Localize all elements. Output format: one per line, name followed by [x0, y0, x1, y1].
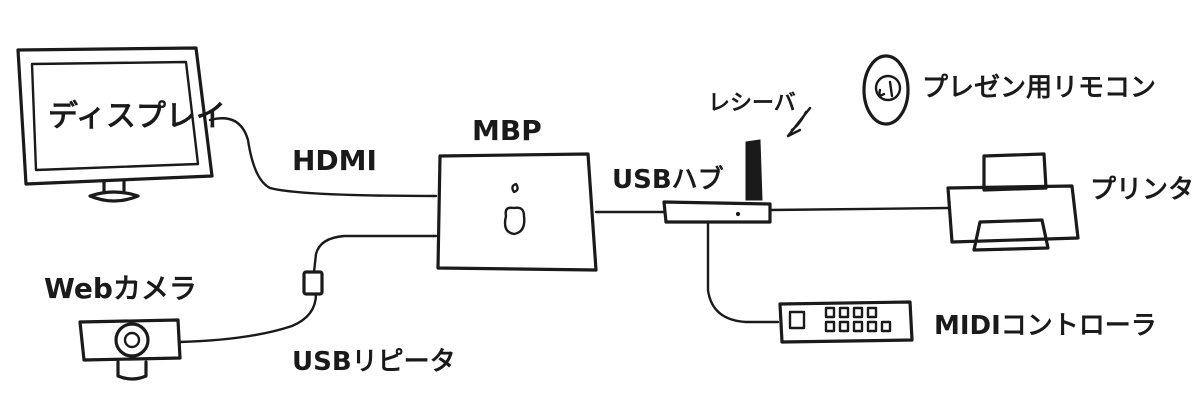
midi-controller-node: MIDIコントローラ — [778, 300, 1157, 344]
mbp-body — [436, 152, 598, 272]
printer-output-tray — [972, 218, 1050, 252]
hub-to-midi-cable — [706, 220, 780, 324]
wireless-signal-icon — [786, 106, 812, 138]
usb-repeater-cable — [312, 234, 438, 274]
webcam-body — [78, 318, 182, 362]
webcam-cable — [178, 292, 318, 344]
usb-hub-body — [662, 200, 772, 224]
mbp-label: MBP — [472, 114, 542, 147]
usb-hub-node: USBハブ — [612, 164, 772, 224]
hdmi-label: HDMI — [292, 144, 377, 177]
midi-controller-body — [778, 300, 914, 344]
webcam-node: Webカメラ — [44, 272, 197, 381]
presenter-remote-icon — [874, 74, 902, 102]
receiver-dongle — [745, 139, 763, 201]
printer-body — [946, 184, 1080, 244]
usb-repeater-connector — [302, 270, 324, 296]
webcam-lens-inner — [123, 331, 141, 349]
webcam-stand — [116, 360, 148, 381]
usb-hub-label: USBハブ — [612, 164, 724, 195]
midi-controller-label: MIDIコントローラ — [934, 311, 1157, 341]
display-screen — [30, 60, 200, 172]
presenter-remote-node: プレゼン用リモコン — [862, 54, 1156, 126]
mbp-node: MBP — [436, 114, 598, 272]
hub-to-printer-cable — [768, 206, 950, 212]
printer-label: プリンタ — [1090, 175, 1194, 205]
printer-node: プリンタ — [946, 152, 1194, 252]
display-node: ディスプレイ — [16, 46, 226, 203]
display-stand — [88, 180, 140, 203]
webcam-label: Webカメラ — [44, 272, 197, 305]
receiver-node: レシーバ — [708, 91, 812, 201]
apple-logo-icon — [503, 182, 526, 236]
printer-paper-tray — [982, 152, 1048, 192]
webcam-lens-outer — [114, 322, 150, 358]
hdmi-cable — [208, 117, 438, 198]
midi-controller-display — [788, 310, 806, 330]
usb-repeater-label: USBリピータ — [292, 347, 456, 377]
presenter-remote-label: プレゼン用リモコン — [922, 73, 1156, 103]
midi-controller-pads — [824, 306, 892, 333]
receiver-label: レシーバ — [708, 91, 796, 116]
presenter-remote-outer — [862, 54, 910, 126]
display-outer-frame — [16, 46, 214, 186]
usb-hub-dot — [735, 211, 741, 217]
display-label: ディスプレイ — [48, 99, 226, 134]
